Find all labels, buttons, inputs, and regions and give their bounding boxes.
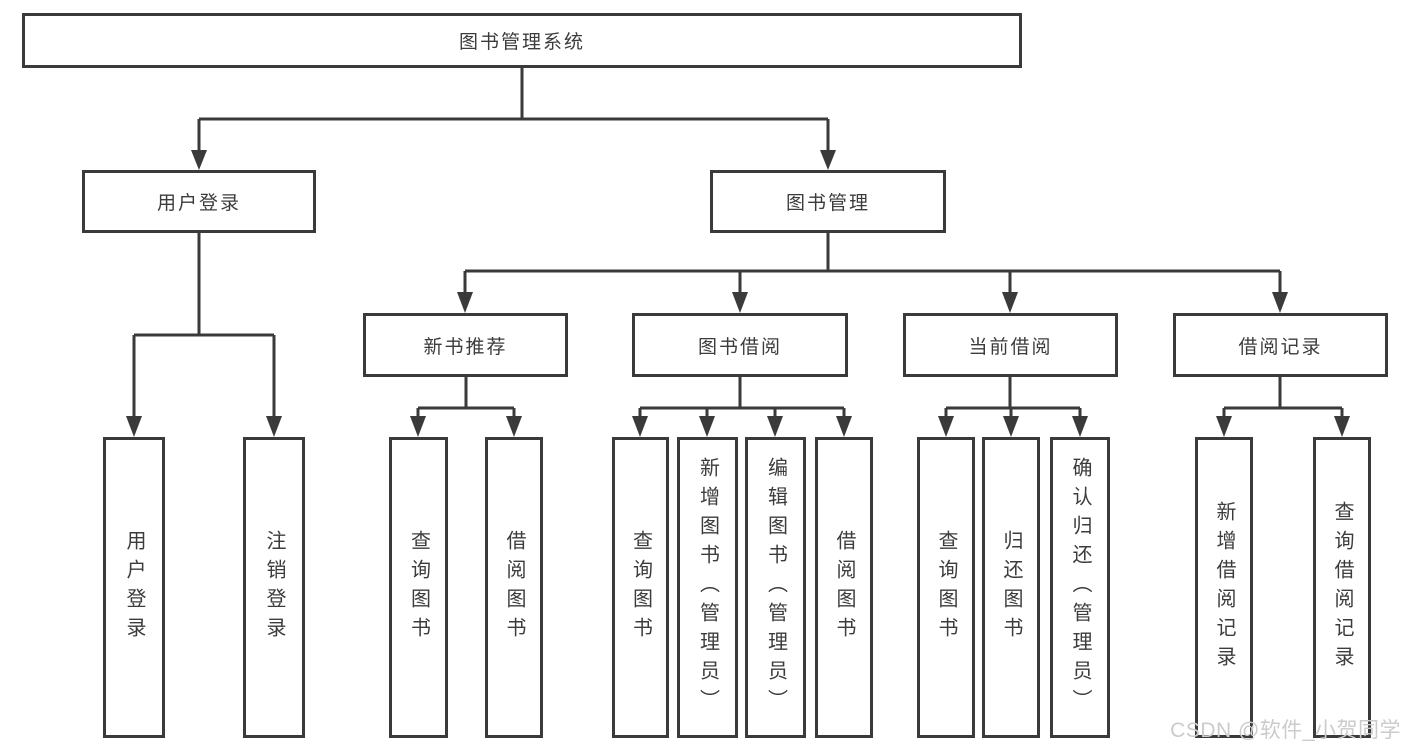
leaf-label: 归还图书 [1000, 529, 1022, 646]
node-current-borrow: 当前借阅 [903, 313, 1118, 377]
leaf-label: 用户登录 [123, 529, 145, 646]
connector-book-borrow-split [638, 377, 846, 420]
node-label: 图书管理系统 [458, 32, 585, 53]
leaf-label: 新增借阅记录 [1213, 500, 1235, 675]
node-label: 用户登录 [156, 193, 241, 214]
leaf-edit-books-admin: 编辑图书（管理员） [745, 437, 806, 738]
node-label: 图书管理 [785, 193, 870, 214]
leaf-query-borrow-record: 查询借阅记录 [1313, 437, 1371, 738]
leaf-label: 确认归还（管理员） [1069, 457, 1091, 718]
leaf-label: 查询图书 [629, 529, 652, 646]
leaf-label: 查询借阅记录 [1331, 500, 1353, 675]
node-book-borrow: 图书借阅 [632, 313, 848, 377]
connector-borrow-records-split [1222, 377, 1344, 420]
leaf-query-books-current: 查询图书 [917, 437, 975, 738]
node-label: 当前借阅 [968, 336, 1053, 358]
leaf-label: 查询图书 [935, 529, 957, 646]
leaf-label: 借阅图书 [503, 529, 525, 646]
connector-book-management-split [463, 233, 1282, 295]
leaf-add-borrow-record: 新增借阅记录 [1195, 437, 1253, 738]
connector-root-to-level2 [197, 67, 830, 152]
node-new-book-recommend: 新书推荐 [363, 313, 568, 377]
leaf-label: 编辑图书（管理员） [764, 457, 787, 718]
connector-current-borrow-split [944, 377, 1082, 420]
leaf-label: 借阅图书 [833, 529, 855, 646]
connector-user-login-split [132, 233, 276, 419]
csdn-watermark: CSDN @软件_小贺同学 [1170, 719, 1401, 742]
leaf-query-books-recommend: 查询图书 [389, 437, 448, 738]
connector-new-book-split [416, 377, 516, 420]
leaf-borrow-books: 借阅图书 [815, 437, 873, 738]
leaf-user-login: 用户登录 [103, 437, 165, 738]
node-user-login: 用户登录 [82, 170, 316, 233]
leaf-return-books: 归还图书 [982, 437, 1040, 738]
node-label: 图书借阅 [697, 336, 782, 358]
node-book-management: 图书管理 [710, 170, 946, 233]
leaf-label: 注销登录 [263, 529, 285, 646]
node-label: 借阅记录 [1238, 336, 1323, 358]
leaf-label: 查询图书 [407, 529, 430, 646]
leaf-label: 新增图书（管理员） [696, 457, 719, 718]
node-system-root: 图书管理系统 [22, 13, 1022, 68]
leaf-add-books-admin: 新增图书（管理员） [677, 437, 738, 738]
leaf-logout: 注销登录 [243, 437, 305, 738]
node-label: 新书推荐 [423, 336, 508, 358]
leaf-query-books-borrow: 查询图书 [612, 437, 669, 738]
node-borrow-records: 借阅记录 [1173, 313, 1388, 377]
arrowheads [126, 150, 1350, 437]
leaf-confirm-return-admin: 确认归还（管理员） [1050, 437, 1110, 738]
leaf-borrow-books-recommend: 借阅图书 [485, 437, 543, 738]
